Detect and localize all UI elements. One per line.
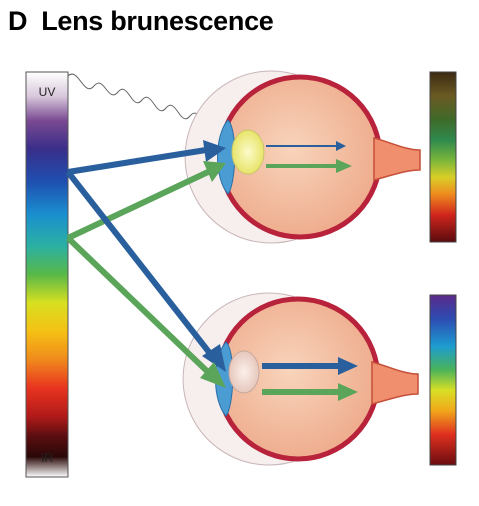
incoming-rays (65, 140, 226, 388)
eye-aged (182, 292, 419, 466)
blue-ray-top (67, 147, 207, 175)
green-ray-bottom (65, 235, 213, 377)
panel-title: D Lens brunescence (8, 6, 274, 37)
ir-label: IR (41, 451, 53, 465)
blue-ray-bottom (65, 170, 215, 358)
panel-title-text: Lens brunescence (41, 6, 274, 36)
perceived-spectrum-aged (429, 294, 457, 466)
spectrum-bar: UV IR (25, 71, 69, 478)
green-ray-top (66, 169, 210, 241)
eye-young (184, 70, 421, 244)
perceived-spectrum-young (429, 71, 457, 243)
uv-label: UV (39, 85, 56, 99)
panel-letter: D (8, 6, 28, 36)
